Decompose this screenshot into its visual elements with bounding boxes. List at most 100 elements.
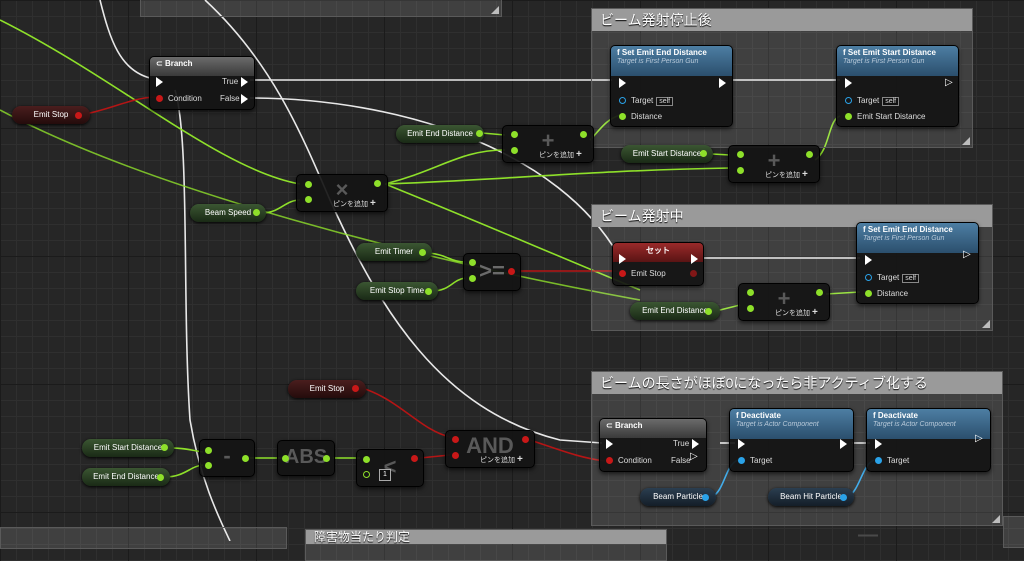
true-exec-pin[interactable]: [692, 439, 699, 449]
var-out-pin[interactable]: [700, 150, 707, 157]
add-pin-button[interactable]: ピンを追加 +: [775, 307, 818, 318]
var-out-pin[interactable]: [705, 308, 712, 315]
var-emit-end-distance[interactable]: Emit End Distance: [396, 125, 484, 143]
input-pin-b[interactable]: [452, 452, 459, 459]
input-pin-a[interactable]: [305, 181, 312, 188]
abs-node[interactable]: ABS: [277, 440, 335, 476]
var-out-pin[interactable]: [476, 130, 483, 137]
distance-pin[interactable]: [619, 113, 626, 120]
input-pin-a[interactable]: [363, 456, 370, 463]
add-pin-button[interactable]: ピンを追加 +: [539, 149, 582, 160]
input-pin-a[interactable]: [511, 131, 518, 138]
output-pin[interactable]: [806, 151, 813, 158]
input-pin-b[interactable]: [737, 167, 744, 174]
threshold-value-field[interactable]: 1: [379, 469, 391, 481]
exec-in-pin[interactable]: [156, 77, 163, 87]
add-pin-button[interactable]: ピンを追加 +: [765, 169, 808, 180]
exec-in-pin[interactable]: [865, 255, 872, 265]
exec-out-pin[interactable]: [719, 78, 726, 88]
comment-resize-handle[interactable]: [992, 515, 1000, 523]
multiply-node[interactable]: × ピンを追加 +: [296, 174, 388, 212]
add-pin-button[interactable]: ピンを追加 +: [480, 454, 523, 465]
var-beam-speed[interactable]: Beam Speed: [190, 204, 266, 222]
exec-in-pin[interactable]: [619, 78, 626, 88]
target-pin[interactable]: [875, 457, 882, 464]
output-pin[interactable]: [580, 131, 587, 138]
output-pin[interactable]: [411, 455, 418, 462]
input-pin-a[interactable]: [469, 259, 476, 266]
output-pin[interactable]: [323, 455, 330, 462]
exec-out-pin[interactable]: [691, 254, 698, 264]
exec-out-pin[interactable]: [840, 439, 847, 449]
input-pin-b[interactable]: [363, 471, 370, 478]
condition-pin[interactable]: [606, 457, 613, 464]
input-pin-b[interactable]: [511, 147, 518, 154]
emit-stop-in-pin[interactable]: [619, 270, 626, 277]
exec-out-pin[interactable]: ▷: [975, 433, 983, 444]
emit-stop-out-pin[interactable]: [690, 270, 697, 277]
condition-pin[interactable]: [156, 95, 163, 102]
comment-resize-handle[interactable]: [982, 320, 990, 328]
distance-pin[interactable]: [865, 290, 872, 297]
input-pin-b[interactable]: [305, 196, 312, 203]
var-out-pin[interactable]: [157, 474, 164, 481]
var-emit-start-distance-2[interactable]: Emit Start Distance: [82, 439, 174, 457]
var-out-pin[interactable]: [161, 444, 168, 451]
output-pin[interactable]: [374, 180, 381, 187]
var-emit-start-distance[interactable]: Emit Start Distance: [621, 145, 713, 163]
greater-equal-node[interactable]: >=: [463, 253, 521, 291]
add-node-3[interactable]: + ピンを追加 +: [738, 283, 830, 321]
branch-node-1[interactable]: ⊂ Branch Condition True False: [149, 56, 255, 110]
exec-in-pin[interactable]: [738, 439, 745, 449]
set-emit-stop-node[interactable]: セット Emit Stop: [612, 242, 704, 286]
target-pin[interactable]: [865, 274, 872, 281]
var-out-pin[interactable]: [840, 494, 847, 501]
var-out-pin[interactable]: [253, 209, 260, 216]
var-out-pin[interactable]: [352, 385, 359, 392]
add-pin-button[interactable]: ピンを追加 +: [333, 198, 376, 209]
var-out-pin[interactable]: [425, 288, 432, 295]
var-beam-hit-particle[interactable]: Beam Hit Particle: [768, 488, 854, 506]
output-pin[interactable]: [508, 268, 515, 275]
input-pin-a[interactable]: [747, 289, 754, 296]
add-node-1[interactable]: + ピンを追加 +: [502, 125, 594, 163]
var-emit-stop-2[interactable]: Emit Stop: [288, 380, 366, 398]
target-pin[interactable]: [845, 97, 852, 104]
comment-resize-handle[interactable]: [491, 6, 499, 14]
exec-in-pin[interactable]: [845, 78, 852, 88]
exec-in-pin[interactable]: [606, 439, 613, 449]
output-pin[interactable]: [816, 289, 823, 296]
comment-resize-handle[interactable]: [962, 137, 970, 145]
var-out-pin[interactable]: [702, 494, 709, 501]
input-pin-a[interactable]: [452, 436, 459, 443]
target-pin[interactable]: [619, 97, 626, 104]
var-emit-stop-time[interactable]: Emit Stop Time: [356, 282, 438, 300]
exec-in-pin[interactable]: [619, 254, 626, 264]
exec-out-pin[interactable]: ▷: [963, 249, 971, 260]
var-out-pin[interactable]: [419, 249, 426, 256]
target-pin[interactable]: [738, 457, 745, 464]
var-beam-particle[interactable]: Beam Particle: [640, 488, 716, 506]
output-pin[interactable]: [522, 436, 529, 443]
var-emit-timer[interactable]: Emit Timer: [356, 243, 432, 261]
exec-in-pin[interactable]: [875, 439, 882, 449]
true-exec-pin[interactable]: [241, 77, 248, 87]
var-emit-end-distance-2[interactable]: Emit End Distance: [630, 302, 720, 320]
output-pin[interactable]: [242, 455, 249, 462]
var-emit-end-distance-3[interactable]: Emit End Distance: [82, 468, 170, 486]
exec-out-pin[interactable]: ▷: [945, 77, 953, 88]
less-than-node[interactable]: < 1: [356, 449, 424, 487]
input-pin-a[interactable]: [737, 151, 744, 158]
input-pin-a[interactable]: [205, 447, 212, 454]
branch-node-2[interactable]: ⊂ Branch Condition True False ▷: [599, 418, 707, 472]
input-pin[interactable]: [282, 455, 289, 462]
false-exec-pin[interactable]: [241, 94, 248, 104]
var-emit-stop[interactable]: Emit Stop: [12, 106, 90, 124]
and-node[interactable]: AND ピンを追加 +: [445, 430, 535, 468]
input-pin-b[interactable]: [469, 275, 476, 282]
start-distance-pin[interactable]: [845, 113, 852, 120]
